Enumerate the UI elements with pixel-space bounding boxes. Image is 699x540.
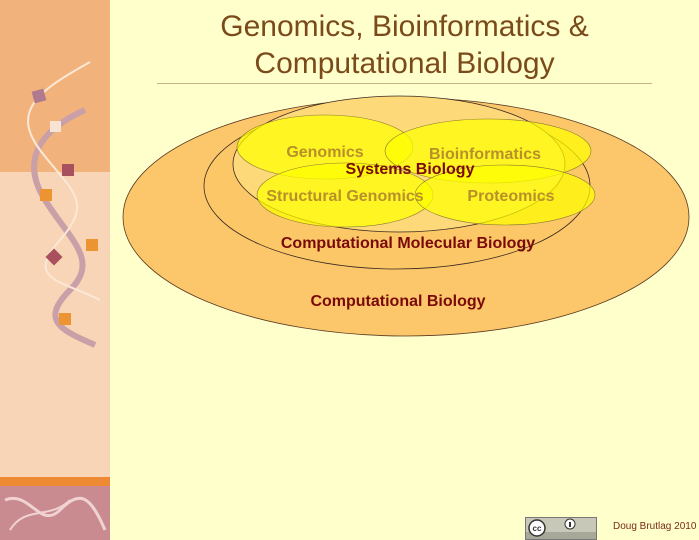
author-credit: Doug Brutlag 2010 xyxy=(613,521,697,532)
computational-molecular-biology-label: Computational Molecular Biology xyxy=(281,235,535,252)
structural-genomics-label: Structural Genomics xyxy=(266,188,423,205)
systems-biology-label: Systems Biology xyxy=(346,161,475,178)
title-line-2: Computational Biology xyxy=(254,47,555,80)
bioinformatics-label: Bioinformatics xyxy=(429,146,541,163)
sidebar-decoration xyxy=(0,0,110,540)
title-divider xyxy=(157,83,652,84)
svg-text:cc: cc xyxy=(533,524,542,533)
genomics-label: Genomics xyxy=(286,144,363,161)
cc-by-license-badge[interactable]: cc xyxy=(525,517,597,540)
computational-biology-label: Computational Biology xyxy=(310,293,485,310)
cc-by-icon: cc xyxy=(526,518,596,537)
proteomics-ellipse xyxy=(414,164,596,226)
proteomics-label: Proteomics xyxy=(467,188,554,205)
slide-title: Genomics, Bioinformatics & Computational… xyxy=(157,8,652,82)
title-line-1: Genomics, Bioinformatics & xyxy=(220,10,589,43)
